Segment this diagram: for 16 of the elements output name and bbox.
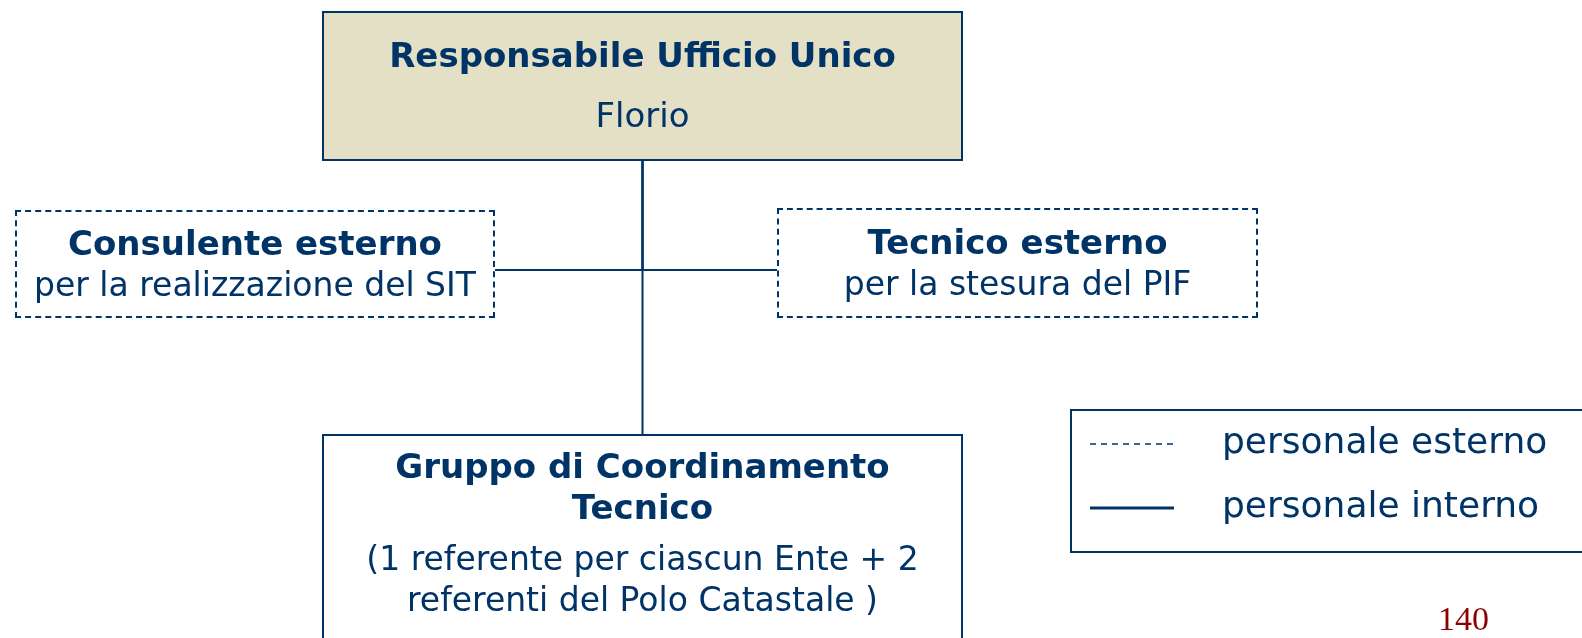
- box-heading: Tecnico esterno: [867, 221, 1168, 263]
- box-text: per la realizzazione del SIT: [34, 263, 476, 305]
- legend-text: personale esterno: [1222, 420, 1548, 461]
- box-heading: Gruppo di Coordinamento Tecnico: [394, 446, 891, 528]
- box-heading: Responsabile Ufficio Unico: [389, 35, 896, 77]
- box-heading: Consulente esterno: [68, 222, 442, 264]
- page-number: 140: [1438, 602, 1489, 636]
- legend-text: personale interno: [1222, 484, 1540, 525]
- org-box: [322, 11, 963, 161]
- box-text: Florio: [595, 94, 690, 137]
- box-text: per la stesura del PIF: [843, 262, 1192, 304]
- connector-line: [641, 160, 778, 271]
- dashed-box: [777, 208, 1258, 318]
- dashed-box: [15, 210, 495, 318]
- org-box: [322, 434, 963, 638]
- box-text: (1 referente per ciascun Ente + 2 referenti del Polo Catastale ): [365, 537, 920, 621]
